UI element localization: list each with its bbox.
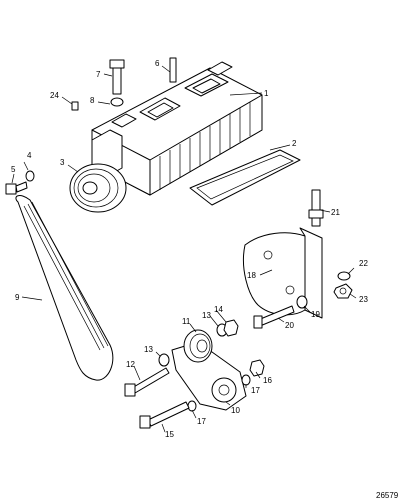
callout-19: 19 bbox=[311, 310, 320, 319]
callout-13-upper: 13 bbox=[202, 311, 211, 320]
housing-gasket bbox=[189, 149, 301, 206]
callout-7: 7 bbox=[96, 70, 101, 79]
idler-pulley bbox=[183, 329, 213, 363]
washer-17-lower bbox=[187, 400, 197, 412]
callout-3: 3 bbox=[60, 158, 65, 167]
nut-16 bbox=[249, 359, 265, 377]
callout-4: 4 bbox=[27, 151, 32, 160]
callout-12: 12 bbox=[126, 360, 135, 369]
plug-24 bbox=[71, 101, 79, 111]
bolt-20 bbox=[253, 305, 295, 329]
callout-17-lower: 17 bbox=[197, 417, 206, 426]
spacer-13-lower bbox=[158, 353, 170, 367]
callout-13-lower: 13 bbox=[144, 345, 153, 354]
callout-15: 15 bbox=[165, 430, 174, 439]
reference-number: 26579 bbox=[376, 491, 399, 500]
callout-22: 22 bbox=[359, 259, 368, 268]
callout-10: 10 bbox=[231, 406, 240, 415]
washer-17-right bbox=[241, 374, 251, 386]
callout-18: 18 bbox=[247, 271, 256, 280]
callout-24: 24 bbox=[50, 91, 59, 100]
nut-14 bbox=[223, 319, 239, 337]
callout-2: 2 bbox=[292, 139, 297, 148]
callout-9: 9 bbox=[15, 293, 20, 302]
callout-16: 16 bbox=[263, 376, 272, 385]
callouts: 1 2 3 4 5 6 7 8 9 10 11 12 13 13 14 15 1… bbox=[11, 59, 368, 439]
washer-8 bbox=[110, 97, 124, 107]
drive-belt bbox=[15, 195, 114, 381]
stud-6 bbox=[169, 57, 177, 83]
callout-17-right: 17 bbox=[251, 386, 260, 395]
washer-4 bbox=[25, 170, 35, 182]
callout-14: 14 bbox=[214, 305, 223, 314]
callout-5: 5 bbox=[11, 165, 16, 174]
supercharger-housing bbox=[91, 61, 263, 196]
washer-19 bbox=[296, 295, 308, 309]
callout-21: 21 bbox=[331, 208, 340, 217]
callout-20: 20 bbox=[285, 321, 294, 330]
callout-8: 8 bbox=[90, 96, 95, 105]
stud-21 bbox=[308, 189, 324, 227]
callout-6: 6 bbox=[155, 59, 160, 68]
bolt-12 bbox=[124, 367, 170, 397]
nut-23 bbox=[333, 283, 353, 299]
bolt-15 bbox=[139, 401, 190, 429]
callout-23: 23 bbox=[359, 295, 368, 304]
bolt-7 bbox=[109, 59, 125, 95]
callout-11: 11 bbox=[182, 317, 191, 326]
supercharger-pulley bbox=[69, 163, 127, 213]
washer-22 bbox=[337, 271, 351, 281]
leader-lines bbox=[11, 65, 357, 433]
mounting-bracket bbox=[242, 227, 323, 319]
bolt-5 bbox=[5, 181, 28, 195]
callout-1: 1 bbox=[264, 89, 269, 98]
